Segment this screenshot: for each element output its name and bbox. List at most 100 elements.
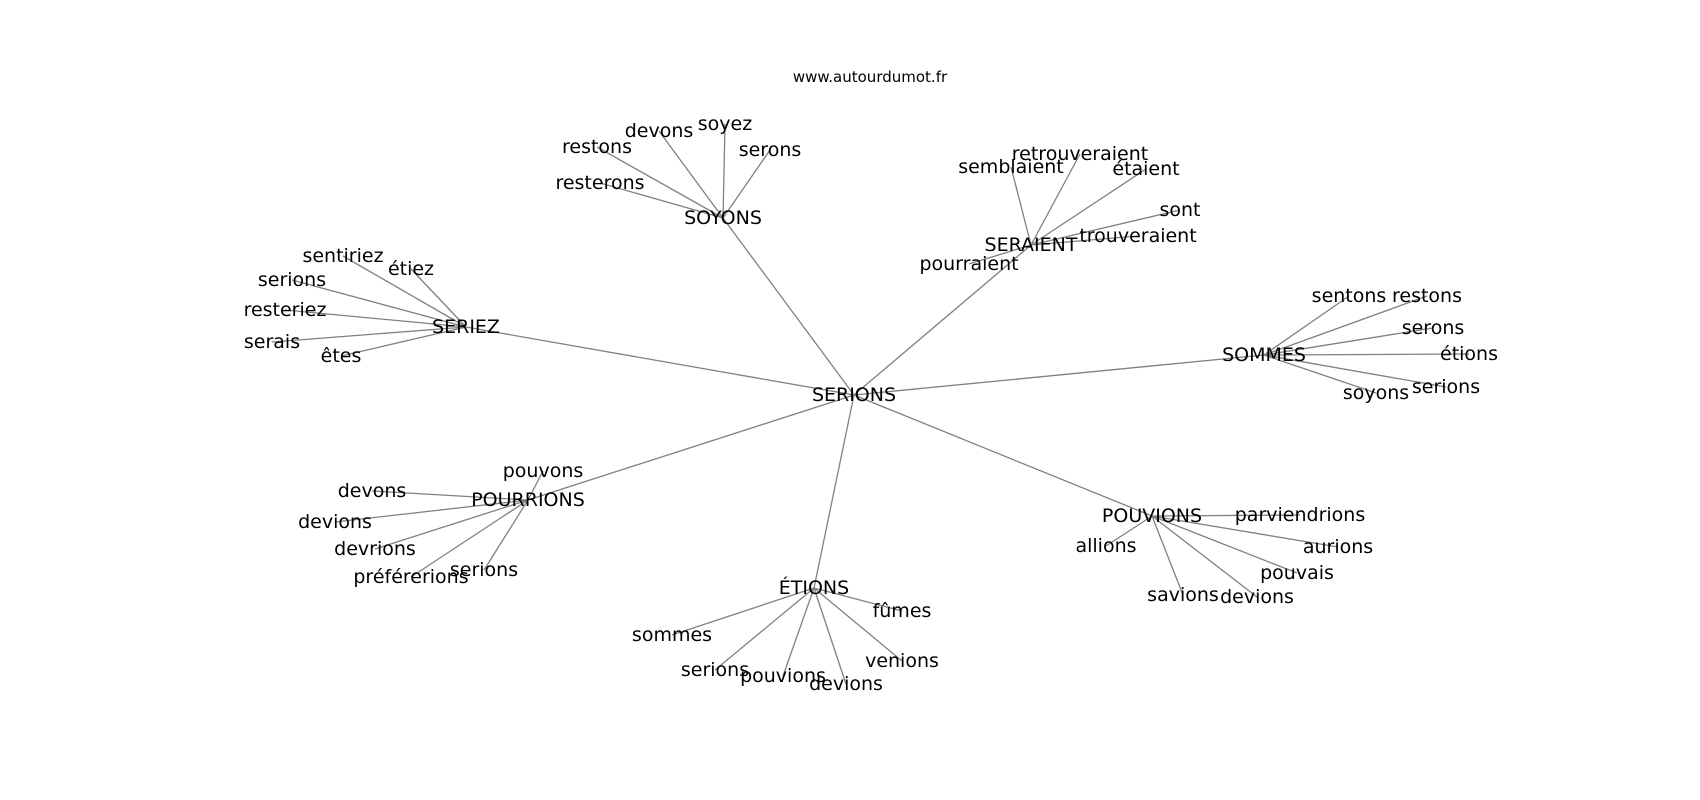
hub-leaf-edge xyxy=(271,326,467,343)
center-hub-edge xyxy=(813,394,855,589)
leaf-word[interactable]: devrions xyxy=(334,538,416,560)
leaf-word[interactable]: devons xyxy=(338,480,407,502)
center-hub-edge xyxy=(465,326,855,396)
leaf-word[interactable]: devions xyxy=(1220,586,1294,608)
leaf-word[interactable]: allions xyxy=(1075,535,1136,557)
leaf-word[interactable]: pouvions xyxy=(740,665,826,687)
leaf-word[interactable]: semblaient xyxy=(958,156,1064,178)
leaf-word[interactable]: aurions xyxy=(1303,536,1373,558)
hub-leaf-edge xyxy=(1263,354,1377,394)
hub-leaf-edge xyxy=(1151,514,1301,517)
leaf-word[interactable]: pouvais xyxy=(1260,562,1334,584)
hub-word[interactable]: SERIEZ xyxy=(432,316,500,338)
hub-leaf-edge xyxy=(371,490,529,501)
leaf-word[interactable]: trouveraient xyxy=(1079,225,1196,247)
source-watermark: www.autourdumot.fr xyxy=(793,68,948,86)
leaf-word[interactable]: serions xyxy=(681,659,749,681)
leaf-word[interactable]: devions xyxy=(298,511,372,533)
leaf-word[interactable]: parviendrions xyxy=(1235,504,1366,526)
leaf-word[interactable]: préférerions xyxy=(353,566,468,588)
hub-leaf-edge xyxy=(658,130,724,219)
hub-leaf-edge xyxy=(340,326,467,357)
leaf-word[interactable]: serais xyxy=(244,331,300,353)
hub-leaf-edge xyxy=(813,587,903,612)
hub-leaf-edge xyxy=(291,279,467,328)
leaf-word[interactable]: serons xyxy=(739,139,802,161)
hub-leaf-edge xyxy=(1030,153,1081,246)
hub-leaf-edge xyxy=(599,182,724,219)
hub-leaf-edge xyxy=(410,268,467,328)
hub-word[interactable]: ÉTIONS xyxy=(779,576,849,599)
leaf-word[interactable]: sont xyxy=(1159,199,1200,221)
hub-leaf-edge xyxy=(1263,295,1428,356)
leaf-word[interactable]: étions xyxy=(1440,343,1498,365)
leaf-word[interactable]: serions xyxy=(450,559,518,581)
hub-leaf-edge xyxy=(722,123,726,219)
leaf-word[interactable]: serons xyxy=(1402,317,1465,339)
center-hub-edge xyxy=(527,394,855,501)
hub-leaf-edge xyxy=(1263,353,1470,356)
hub-leaf-edge xyxy=(813,587,847,685)
hub-leaf-edge xyxy=(722,149,771,219)
hub-leaf-edge xyxy=(1030,168,1147,246)
leaf-word[interactable]: fûmes xyxy=(873,600,932,622)
hub-leaf-edge xyxy=(714,587,815,671)
hub-word[interactable]: POURRIONS xyxy=(471,489,585,511)
leaf-word[interactable]: étaient xyxy=(1112,158,1179,180)
center-hub-edge xyxy=(853,354,1265,396)
hub-leaf-edge xyxy=(1030,209,1181,246)
hub-leaf-edge xyxy=(782,587,815,677)
hub-leaf-edge xyxy=(1151,515,1258,598)
leaf-word[interactable]: sommes xyxy=(632,624,712,646)
center-hub-edge xyxy=(853,244,1032,396)
leaf-word[interactable]: savions xyxy=(1147,584,1219,606)
hub-leaf-edge xyxy=(1151,515,1339,548)
center-hub-edge xyxy=(853,394,1153,517)
hub-leaf-edge xyxy=(1010,166,1032,246)
hub-leaf-edge xyxy=(671,587,815,636)
hub-leaf-edge xyxy=(342,255,467,328)
leaf-word[interactable]: étiez xyxy=(388,258,434,280)
hub-word[interactable]: SOYONS xyxy=(684,207,762,229)
leaf-word[interactable]: soyons xyxy=(1343,382,1409,404)
leaf-word[interactable]: resterons xyxy=(555,172,644,194)
leaf-word[interactable]: devions xyxy=(809,673,883,695)
graph-edges xyxy=(271,123,1470,685)
hub-word[interactable]: POUVIONS xyxy=(1102,505,1202,527)
hub-leaf-edge xyxy=(1030,235,1139,246)
hub-leaf-edge xyxy=(968,244,1032,265)
hub-leaf-edge xyxy=(1105,515,1153,547)
leaf-word[interactable]: serions xyxy=(1412,376,1480,398)
leaf-word[interactable]: pouvons xyxy=(503,460,584,482)
hub-leaf-edge xyxy=(410,499,529,578)
hub-word[interactable]: SERAIENT xyxy=(985,234,1078,256)
leaf-word[interactable]: sentons xyxy=(1312,285,1387,307)
hub-leaf-edge xyxy=(596,146,724,219)
hub-leaf-edge xyxy=(527,470,544,501)
center-word[interactable]: SERIONS xyxy=(812,384,896,406)
hub-leaf-edge xyxy=(374,499,529,550)
leaf-word[interactable]: serions xyxy=(258,269,326,291)
hub-leaf-edge xyxy=(813,587,903,662)
leaf-word[interactable]: retrouveraient xyxy=(1012,143,1148,165)
leaf-word[interactable]: resteriez xyxy=(244,299,327,321)
leaf-word[interactable]: pourraient xyxy=(919,253,1018,275)
hub-leaf-edge xyxy=(1263,295,1350,356)
leaf-word[interactable]: venions xyxy=(865,650,939,672)
leaf-word[interactable]: êtes xyxy=(321,345,362,367)
leaf-word[interactable]: restons xyxy=(562,136,632,158)
leaf-word[interactable]: devons xyxy=(625,120,694,142)
hub-leaf-edge xyxy=(1263,327,1434,356)
leaf-word[interactable]: restons xyxy=(1392,285,1462,307)
hub-word[interactable]: SOMMES xyxy=(1222,344,1306,366)
hub-leaf-edge xyxy=(1151,515,1298,574)
leaf-word[interactable]: soyez xyxy=(698,113,752,135)
hub-leaf-edge xyxy=(284,309,467,328)
hub-leaf-edge xyxy=(1263,354,1447,388)
hub-leaf-edge xyxy=(483,499,529,571)
hub-leaf-edge xyxy=(1151,515,1184,596)
leaf-word[interactable]: sentiriez xyxy=(302,245,383,267)
center-hub-edge xyxy=(722,217,855,396)
